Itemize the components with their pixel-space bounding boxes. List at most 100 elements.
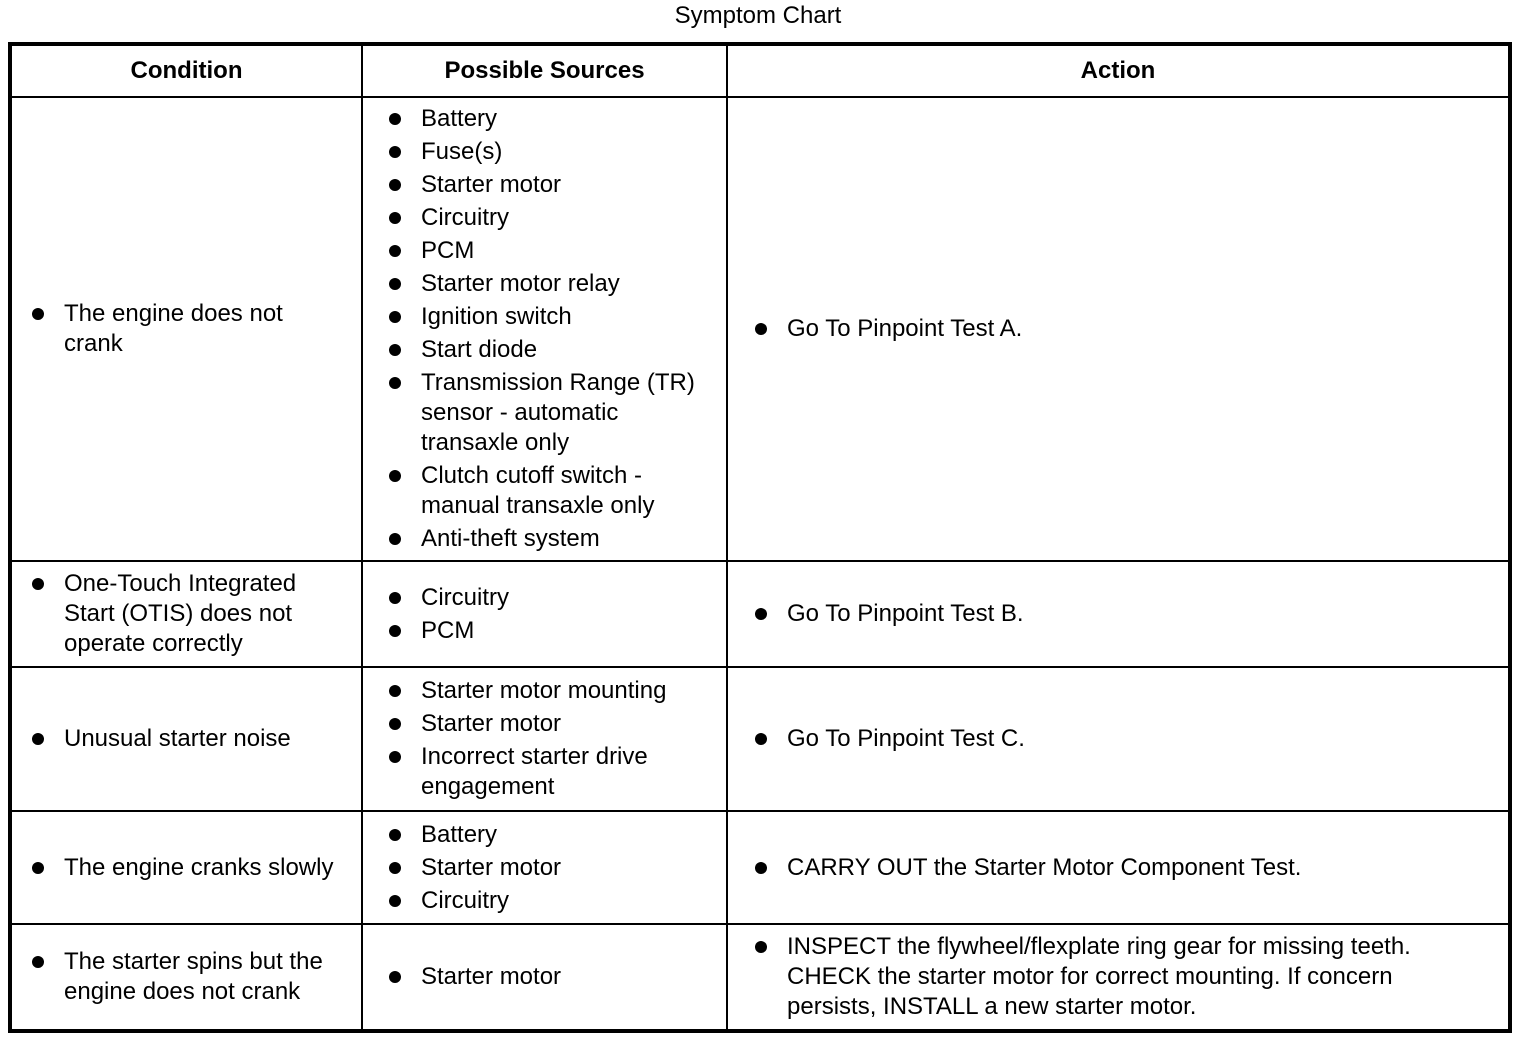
bullet-item: The starter spins but the engine does no… — [32, 947, 338, 1007]
bullet-text: PCM — [421, 616, 475, 644]
bullet-text: One-Touch Integrated Start (OTIS) does n… — [64, 570, 297, 657]
bullet-list: Go To Pinpoint Test C. — [728, 724, 1508, 754]
cell-action: CARRY OUT the Starter Motor Component Te… — [726, 810, 1511, 925]
bullet-item: Ignition switch — [389, 302, 707, 332]
bullet-icon — [32, 578, 44, 590]
bullet-item: The engine cranks slowly — [32, 853, 338, 883]
bullet-icon — [389, 470, 401, 482]
bullet-icon — [389, 751, 401, 763]
bullet-item: INSPECT the flywheel/flexplate ring gear… — [755, 932, 1478, 1022]
bullet-icon — [389, 624, 401, 637]
bullet-icon — [389, 685, 401, 697]
bullet-icon — [389, 146, 401, 158]
bullet-icon — [755, 608, 767, 620]
cell-action: Go To Pinpoint Test C. — [726, 666, 1511, 812]
bullet-text: The starter spins but the engine does no… — [64, 948, 323, 1005]
bullet-list: One-Touch Integrated Start (OTIS) does n… — [12, 569, 361, 659]
bullet-item: Starter motor — [389, 853, 707, 883]
bullet-item: Circuitry — [389, 203, 707, 233]
table-header: Condition Possible Sources Action — [9, 43, 1511, 98]
bullet-item: Go To Pinpoint Test B. — [755, 599, 1478, 629]
bullet-text: Go To Pinpoint Test C. — [787, 725, 1025, 752]
cell-condition: The starter spins but the engine does no… — [9, 923, 363, 1032]
page-title: Symptom Chart — [674, 2, 842, 29]
bullet-text: Fuse(s) — [421, 138, 503, 165]
bullet-icon — [389, 344, 401, 356]
bullet-item: Transmission Range (TR) sensor - automat… — [389, 368, 707, 458]
cell-condition: One-Touch Integrated Start (OTIS) does n… — [9, 560, 363, 668]
bullet-icon — [755, 733, 767, 745]
bullet-text: Clutch cutoff switch - manual transaxle … — [421, 462, 655, 519]
bullet-text: Battery — [421, 105, 498, 132]
bullet-icon — [32, 861, 44, 874]
bullet-icon — [32, 308, 44, 320]
bullet-icon — [389, 179, 401, 191]
bullet-text: Starter motor — [421, 963, 562, 990]
bullet-item: One-Touch Integrated Start (OTIS) does n… — [32, 569, 338, 659]
bullet-text: Starter motor — [421, 710, 562, 737]
bullet-icon — [389, 245, 401, 257]
bullet-list: Unusual starter noise — [12, 724, 361, 754]
bullet-list: Go To Pinpoint Test A. — [728, 314, 1508, 344]
bullet-item: Circuitry — [389, 583, 707, 613]
bullet-list: The engine cranks slowly — [12, 853, 361, 883]
bullet-text: INSPECT the flywheel/flexplate ring gear… — [787, 933, 1411, 1020]
bullet-icon — [755, 941, 767, 953]
column-header-condition: Condition — [9, 43, 363, 98]
cell-condition: The engine cranks slowly — [9, 810, 363, 925]
bullet-text: Starter motor relay — [421, 270, 620, 297]
cell-action: Go To Pinpoint Test B. — [726, 560, 1511, 668]
cell-action: Go To Pinpoint Test A. — [726, 96, 1511, 562]
table-row: The starter spins but the engine does no… — [9, 923, 1511, 1032]
bullet-text: The engine does not crank — [64, 300, 283, 357]
bullet-item: Clutch cutoff switch - manual transaxle … — [389, 461, 707, 521]
bullet-item: Go To Pinpoint Test A. — [755, 314, 1478, 344]
bullet-icon — [389, 278, 401, 290]
bullet-list: The engine does not crank — [12, 299, 361, 359]
bullet-text: Go To Pinpoint Test A. — [787, 315, 1023, 342]
bullet-item: The engine does not crank — [32, 299, 338, 359]
bullet-icon — [389, 113, 401, 125]
bullet-item: Starter motor relay — [389, 269, 707, 299]
bullet-text: Starter motor — [421, 853, 562, 881]
bullet-list: The starter spins but the engine does no… — [12, 947, 361, 1007]
bullet-list: Starter motor — [363, 962, 726, 992]
bullet-icon — [32, 956, 44, 968]
bullet-item: PCM — [389, 616, 707, 646]
bullet-item: Battery — [389, 820, 707, 850]
table-header-row: Condition Possible Sources Action — [9, 43, 1511, 98]
bullet-item: Go To Pinpoint Test C. — [755, 724, 1478, 754]
bullet-icon — [389, 591, 401, 604]
bullet-icon — [389, 377, 401, 389]
bullet-list: CARRY OUT the Starter Motor Component Te… — [728, 853, 1508, 883]
bullet-item: Unusual starter noise — [32, 724, 338, 754]
bullet-icon — [389, 971, 401, 983]
bullet-text: Incorrect starter drive engagement — [421, 743, 648, 800]
bullet-text: Transmission Range (TR) sensor - automat… — [421, 369, 695, 456]
bullet-icon — [389, 718, 401, 730]
bullet-text: CARRY OUT the Starter Motor Component Te… — [787, 853, 1302, 881]
bullet-icon — [389, 828, 401, 841]
bullet-icon — [32, 733, 44, 745]
bullet-item: Start diode — [389, 335, 707, 365]
bullet-icon — [389, 311, 401, 323]
bullet-item: Battery — [389, 104, 707, 134]
bullet-icon — [389, 894, 401, 907]
symptom-chart-table: Condition Possible Sources Action The en… — [8, 42, 1512, 1033]
bullet-text: The engine cranks slowly — [64, 853, 334, 881]
column-header-possible-sources: Possible Sources — [361, 43, 728, 98]
bullet-item: PCM — [389, 236, 707, 266]
column-header-action: Action — [726, 43, 1511, 98]
bullet-icon — [389, 212, 401, 224]
bullet-text: Circuitry — [421, 583, 509, 611]
bullet-text: Circuitry — [421, 886, 509, 914]
